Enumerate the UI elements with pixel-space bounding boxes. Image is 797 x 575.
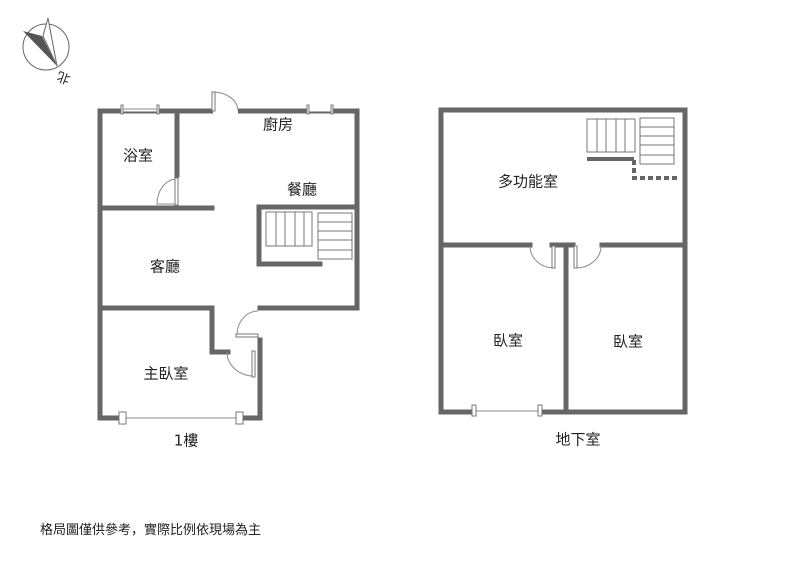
room-label-master-bedroom: 主臥室 — [143, 365, 188, 383]
room-label-multipurpose: 多功能室 — [498, 173, 558, 191]
room-label-bedroom-left: 臥室 — [493, 332, 523, 350]
room-label-bedroom-right: 臥室 — [613, 333, 643, 351]
basement-plan: 多功能室 臥室 臥室 地下室 — [438, 107, 688, 449]
floor1-title: 1樓 — [174, 432, 199, 450]
floor1-plan: 浴室 廚房 餐廳 客廳 主臥室 1樓 — [97, 91, 360, 450]
stairs-icon — [586, 117, 678, 180]
compass-icon: 北 — [22, 17, 73, 87]
compass-north-label: 北 — [55, 68, 72, 87]
stairs-icon — [265, 211, 353, 260]
room-label-bathroom: 浴室 — [123, 147, 153, 165]
room-label-dining: 餐廳 — [287, 181, 317, 199]
basement-title: 地下室 — [555, 431, 600, 449]
disclaimer-text: 格局圖僅供參考，實際比例依現場為主 — [40, 523, 262, 538]
room-label-kitchen: 廚房 — [263, 116, 293, 134]
room-label-living: 客廳 — [150, 258, 180, 276]
